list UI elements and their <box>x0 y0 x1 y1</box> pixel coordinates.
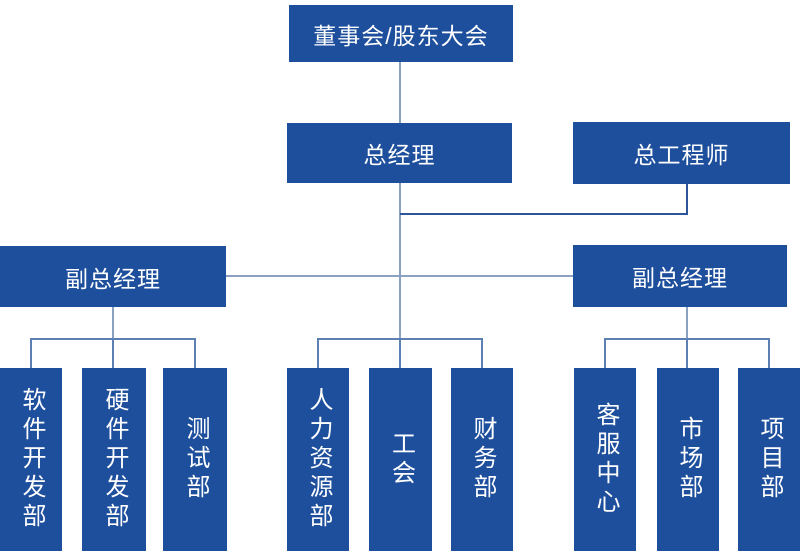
connector-line <box>686 338 688 369</box>
connector-line <box>399 338 401 369</box>
connector-line <box>194 338 196 369</box>
node-dept-software[interactable]: 软件开发部 <box>0 368 62 551</box>
connector-line <box>317 338 319 369</box>
node-dept-union[interactable]: 工会 <box>369 368 432 551</box>
node-deputy-gm-right[interactable]: 副总经理 <box>573 245 787 307</box>
node-dept-hardware[interactable]: 硬件开发部 <box>82 368 146 551</box>
connector-line <box>226 275 573 277</box>
node-dept-testing[interactable]: 测试部 <box>163 368 227 551</box>
connector-line <box>399 183 401 340</box>
node-dept-marketing[interactable]: 市场部 <box>657 368 719 551</box>
connector-line <box>112 338 114 369</box>
connector-line <box>399 62 401 123</box>
node-deputy-gm-left[interactable]: 副总经理 <box>0 246 226 307</box>
connector-line <box>400 213 688 215</box>
connector-line <box>112 307 114 339</box>
node-dept-project[interactable]: 项目部 <box>738 368 800 551</box>
connector-line <box>604 338 606 369</box>
node-dept-finance[interactable]: 财务部 <box>451 368 513 551</box>
connector-line <box>30 338 32 369</box>
connector-line <box>686 184 688 215</box>
connector-line <box>481 338 483 369</box>
connector-line <box>768 338 770 369</box>
connector-line <box>686 307 688 339</box>
node-dept-customer-service[interactable]: 客服中心 <box>574 368 636 551</box>
node-chief-engineer[interactable]: 总工程师 <box>573 122 790 184</box>
node-general-manager[interactable]: 总经理 <box>287 123 512 183</box>
node-board[interactable]: 董事会/股东大会 <box>289 5 513 62</box>
node-dept-hr[interactable]: 人力资源部 <box>287 368 349 551</box>
